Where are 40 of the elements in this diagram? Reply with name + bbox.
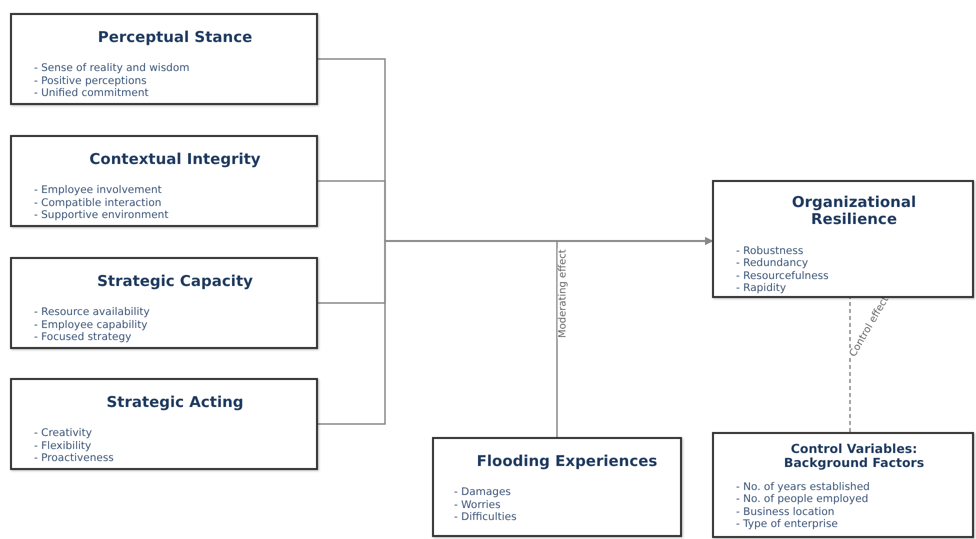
- box-title: Perceptual Stance: [98, 29, 252, 46]
- box-title: Contextual Integrity: [89, 151, 261, 168]
- factor-box: [10, 378, 318, 470]
- factor-box: [712, 432, 974, 538]
- list-item: - Worries: [454, 498, 501, 512]
- list-item: - Employee capability: [34, 318, 148, 332]
- factor-box: [712, 180, 974, 298]
- list-item: - Employee involvement: [34, 184, 162, 197]
- factor-box: [10, 135, 318, 227]
- list-item: - Difficulties: [454, 511, 517, 524]
- list-item: - Sense of reality and wisdom: [34, 62, 190, 75]
- factor-box: [432, 437, 682, 537]
- box-title: Control Variables: Background Factors: [782, 442, 926, 471]
- box-title: Flooding Experiences: [476, 453, 658, 470]
- list-item: - Business location: [736, 506, 834, 518]
- list-item: - Resource availability: [34, 306, 150, 319]
- list-item: - Rapidity: [736, 282, 786, 294]
- arrow: [556, 237, 713, 437]
- list-item: - Redundancy: [736, 257, 808, 270]
- list-item: - Focused strategy: [34, 331, 132, 344]
- list-item: - Resourcefulness: [736, 270, 829, 282]
- box-title: Strategic Capacity: [97, 273, 253, 290]
- list-item: - No. of people employed: [736, 493, 868, 506]
- list-item: - Supportive environment: [34, 209, 168, 222]
- factor-box: [10, 257, 318, 349]
- list-item: - Type of enterprise: [736, 518, 838, 531]
- list-item: - Proactiveness: [34, 452, 114, 465]
- factor-box: [10, 13, 318, 105]
- edge-label: Moderating effect: [558, 248, 568, 339]
- list-item: - No. of years established: [736, 480, 870, 494]
- list-item: - Positive perceptions: [34, 74, 147, 88]
- list-item: - Creativity: [34, 427, 92, 440]
- box-title: Strategic Acting: [106, 394, 244, 412]
- box-title: Organizational Resilience: [790, 194, 918, 228]
- list-item: - Unified commitment: [34, 87, 149, 100]
- list-item: - Flexibility: [34, 440, 92, 452]
- list-item: - Damages: [454, 486, 511, 499]
- connector-line: [849, 298, 851, 432]
- list-item: - Robustness: [736, 244, 804, 257]
- list-item: - Compatible interaction: [34, 196, 162, 210]
